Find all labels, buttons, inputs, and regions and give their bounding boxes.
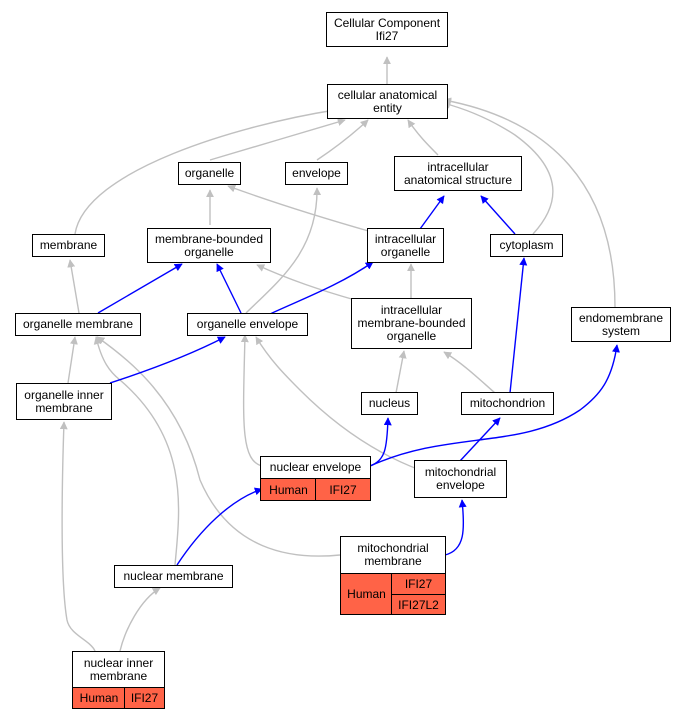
edge-oim-to-oe: [109, 336, 226, 384]
node-cellular-component[interactable]: Cellular Component Ifi27: [326, 12, 448, 47]
edge-io-to-organelle: [227, 184, 373, 233]
edge-menv-to-oe: [255, 336, 421, 471]
node-nuclear-membrane[interactable]: nuclear membrane: [114, 565, 233, 588]
node-mitochondrial-membrane[interactable]: mitochondrial membrane: [340, 536, 446, 574]
edge-oe-to-mbo: [216, 263, 242, 314]
edge-envelope-to-cae: [316, 119, 369, 161]
edge-io-to-ias: [419, 195, 445, 230]
anno-mitochondrial-membrane-gene-2: IFI27L2: [391, 594, 446, 615]
node-nuclear-envelope[interactable]: nuclear envelope: [260, 456, 371, 479]
node-nucleus[interactable]: nucleus: [361, 392, 418, 415]
edge-nm-to-om: [93, 336, 180, 566]
edge-mm-to-om: [96, 336, 341, 557]
edge-oim-to-om: [67, 336, 78, 384]
edge-ias-to-cae: [407, 119, 439, 156]
edge-endomembrane-to-cae: [443, 97, 616, 308]
node-cellular-anatomical-entity[interactable]: cellular anatomical entity: [327, 84, 448, 119]
edge-membrane-to-cae: [74, 107, 336, 235]
edge-nm-to-ne: [176, 487, 263, 566]
edge-om-to-membrane: [67, 259, 80, 314]
edge-nim-to-oim: [59, 421, 96, 652]
node-intracellular-organelle[interactable]: intracellular organelle: [367, 228, 444, 263]
edge-imbo-to-mbo: [256, 264, 356, 301]
anno-nuclear-envelope-gene: IFI27: [315, 478, 371, 501]
edge-ne-to-endomembrane: [369, 344, 620, 467]
edge-oe-to-envelope: [245, 187, 322, 314]
edge-cytoplasm-to-ias: [480, 195, 516, 235]
node-organelle-inner-membrane[interactable]: organelle inner membrane: [16, 383, 112, 420]
edge-ne-to-oe: [240, 334, 263, 467]
edge-mito-to-imbo: [443, 351, 496, 394]
anno-nuclear-envelope-species: Human: [260, 478, 316, 501]
edge-organelle-to-cae: [209, 118, 346, 161]
edge-mito-to-cytoplasm: [509, 257, 528, 394]
edge-oe-to-io: [269, 261, 374, 315]
node-envelope[interactable]: envelope: [285, 162, 348, 185]
node-endomembrane-system[interactable]: endomembrane system: [571, 307, 671, 342]
edge-nucleus-to-imbo: [395, 350, 407, 394]
anno-nuclear-inner-membrane-species: Human: [72, 687, 125, 709]
node-organelle-envelope[interactable]: organelle envelope: [187, 313, 308, 336]
node-nuclear-inner-membrane[interactable]: nuclear inner membrane: [72, 651, 165, 688]
edge-nim-to-nm: [119, 587, 161, 652]
anno-mitochondrial-membrane-gene-1: IFI27: [391, 573, 446, 595]
edge-cytoplasm-to-cae: [442, 100, 554, 235]
node-membrane[interactable]: membrane: [32, 234, 105, 257]
node-membrane-bounded-organelle[interactable]: membrane-bounded organelle: [147, 228, 271, 263]
edge-om-to-mbo: [97, 263, 183, 314]
node-cytoplasm[interactable]: cytoplasm: [490, 234, 563, 257]
node-mitochondrion[interactable]: mitochondrion: [461, 392, 554, 415]
edge-menv-to-mito: [459, 417, 501, 462]
node-organelle[interactable]: organelle: [178, 162, 241, 185]
edge-ne-to-nucleus: [369, 417, 392, 467]
edge-mm-to-menv: [444, 499, 467, 556]
anno-nuclear-inner-membrane-gene: IFI27: [124, 687, 165, 709]
node-organelle-membrane[interactable]: organelle membrane: [15, 313, 141, 336]
anno-mitochondrial-membrane-species: Human: [340, 573, 392, 615]
node-intracellular-anatomical-structure[interactable]: intracellular anatomical structure: [394, 156, 522, 191]
node-intracellular-membrane-bounded-organelle[interactable]: intracellular membrane-bounded organelle: [351, 298, 472, 349]
node-mitochondrial-envelope[interactable]: mitochondrial envelope: [414, 460, 507, 498]
